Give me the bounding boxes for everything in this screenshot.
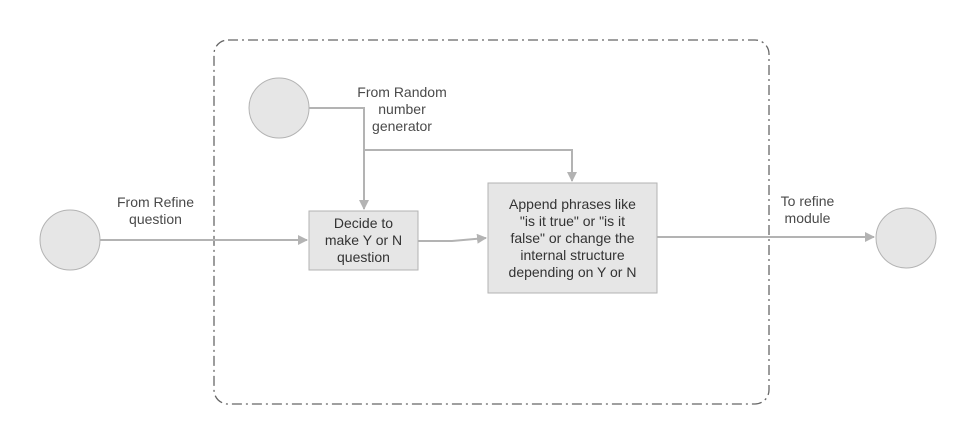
- random-source-node[interactable]: [248, 77, 310, 139]
- connector-decide-to-append: [418, 233, 487, 244]
- connector-random-to-append: [364, 149, 577, 182]
- connector-random-to-decide: [309, 107, 369, 210]
- decide-box[interactable]: [308, 210, 419, 271]
- decide-box-text: Decide to make Y or N question: [324, 215, 403, 265]
- refine-module-target-node[interactable]: [875, 207, 937, 269]
- label-to-refine: To refine module: [780, 193, 835, 226]
- refine-question-source-node[interactable]: [39, 209, 101, 271]
- append-box-text: Append phrases like "is it true" or "is …: [508, 195, 637, 280]
- label-from-random: From Random number generator: [357, 84, 447, 134]
- label-from-refine: From Refine question: [116, 194, 195, 227]
- process-container: [213, 39, 770, 405]
